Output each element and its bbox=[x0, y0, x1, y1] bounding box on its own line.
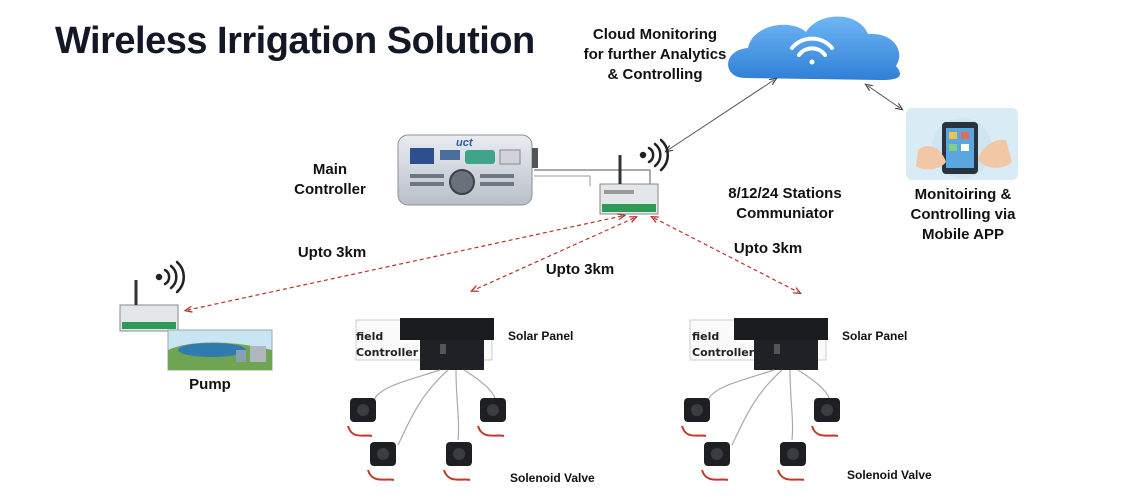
valve-wires-1 bbox=[373, 369, 496, 446]
solenoid-valve-label-1: Solenoid Valve bbox=[510, 471, 595, 485]
controller-word-1: Controller bbox=[356, 346, 419, 359]
solenoid-valves-2 bbox=[681, 398, 840, 481]
field-controller-2-device bbox=[689, 318, 828, 370]
valve-wires-2 bbox=[707, 369, 830, 446]
pump-picture bbox=[167, 329, 273, 371]
range-label-field-2: Upto 3km bbox=[733, 240, 803, 257]
main-controller-label: Main Controller bbox=[294, 161, 366, 198]
link-field-2 bbox=[654, 218, 798, 292]
range-label-pump: Upto 3km bbox=[297, 244, 367, 261]
link-cloud-mobile bbox=[868, 86, 900, 108]
solenoid-valve-label-2: Solenoid Valve bbox=[847, 468, 932, 482]
signal-icon bbox=[639, 138, 670, 172]
solar-panel-label-2: Solar Panel bbox=[842, 329, 908, 343]
signal-icon bbox=[155, 260, 186, 294]
solar-panel-label-1: Solar Panel bbox=[508, 329, 574, 343]
range-label-field-1: Upto 3km bbox=[545, 261, 615, 278]
link-cloud-communicator bbox=[668, 80, 774, 150]
mobile-app-icon bbox=[906, 108, 1018, 180]
diagram-title: Wireless Irrigation Solution bbox=[55, 20, 535, 62]
communicator-device bbox=[599, 138, 670, 215]
mobile-app-label: Monitoiring & Controlling via Mobile APP bbox=[910, 186, 1016, 243]
field-word-1: field bbox=[356, 330, 384, 343]
field-word-2: field bbox=[692, 330, 720, 343]
stations-communicator-label: 8/12/24 Stations Communiator bbox=[728, 185, 842, 222]
main-controller-device bbox=[397, 134, 538, 206]
cable-controller-communicator-2 bbox=[534, 175, 591, 186]
link-field-1 bbox=[474, 218, 634, 290]
pump-node-device bbox=[119, 260, 186, 332]
cloud-icon bbox=[728, 16, 901, 80]
cloud-label: Cloud Monitoring for further Analytics &… bbox=[583, 26, 727, 83]
controller-word-2: Controller bbox=[692, 346, 755, 359]
pump-label: Pump bbox=[189, 376, 231, 393]
wifi-icon bbox=[790, 36, 834, 65]
brand-logo: uct bbox=[456, 137, 473, 149]
cable-controller-communicator bbox=[534, 169, 651, 185]
field-controller-1-device bbox=[355, 318, 494, 370]
solenoid-valves-1 bbox=[347, 398, 506, 481]
